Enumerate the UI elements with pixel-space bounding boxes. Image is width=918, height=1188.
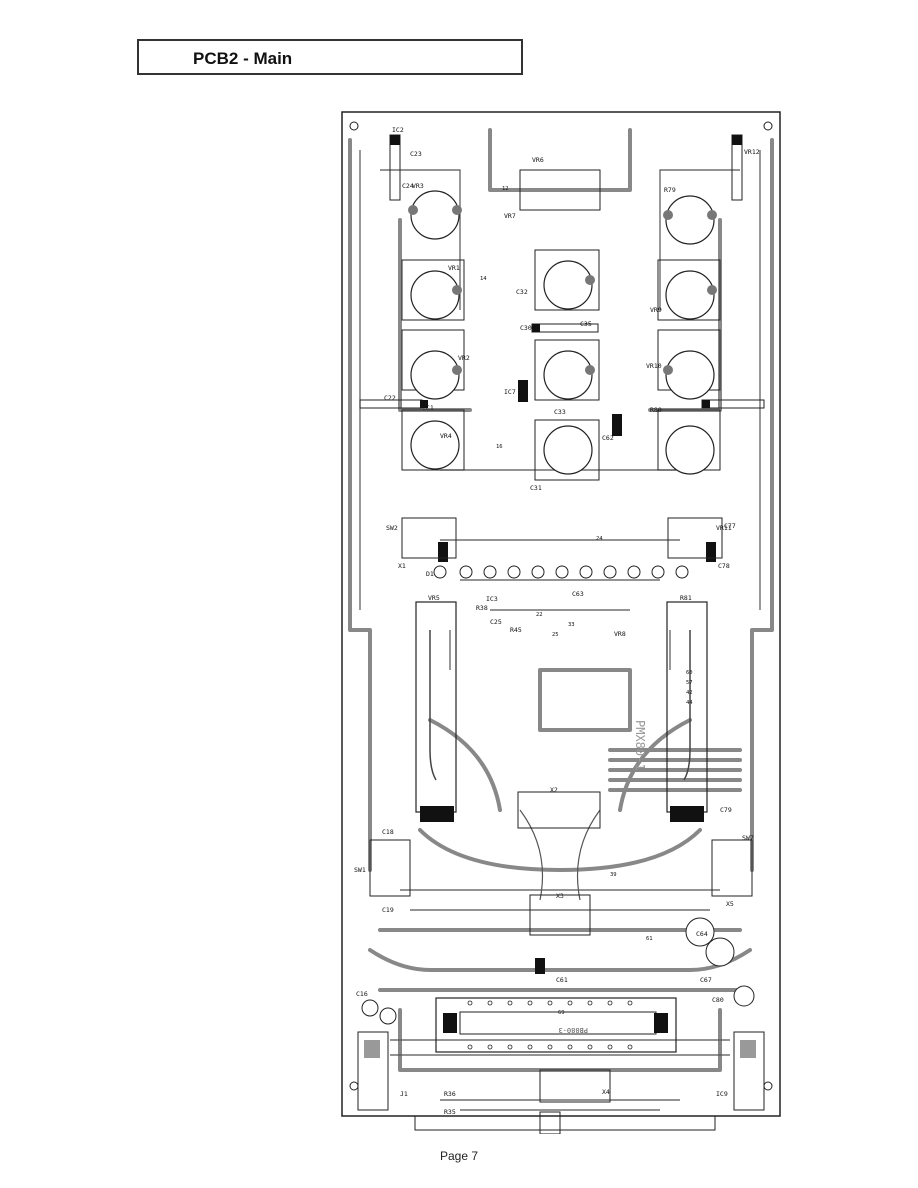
net-60: 57	[686, 680, 693, 686]
label-ic5: C31	[530, 484, 542, 492]
net-65: 60	[686, 670, 693, 676]
label-sw8: X5	[726, 900, 734, 908]
label-vr6: C35	[580, 320, 592, 328]
label-vr12: VR9	[650, 306, 662, 314]
title-box: PCB2 - Main	[137, 39, 523, 75]
net-26: 69	[558, 1010, 565, 1016]
net-66: 61	[646, 936, 653, 942]
pcb-layout-drawing: IC2 C23 C24 VR3 VR1 VR2 IC1 C22 VR4 SW2 …	[341, 111, 781, 1134]
label-c24: C24	[402, 182, 414, 190]
label-r36: R36	[444, 1090, 456, 1098]
label-ic6: C30	[520, 324, 532, 332]
label-vr4: VR4	[440, 432, 452, 440]
label-c16: C16	[356, 990, 368, 998]
label-sw2: SW2	[386, 524, 398, 532]
label-sw4: X2	[550, 786, 558, 794]
label-c83: C67	[700, 976, 712, 984]
label-sw3: VR7	[504, 212, 516, 220]
label-c64: C79	[720, 806, 732, 814]
label-d1: D1	[426, 570, 434, 578]
net-12: 12	[502, 186, 509, 192]
label-x2: IC7	[504, 388, 516, 396]
net-22: 22	[536, 612, 543, 618]
label-r45: R45	[510, 626, 522, 634]
label-ic10: C80	[712, 996, 724, 1004]
label-c18: C18	[382, 828, 394, 836]
label-j2: IC9	[716, 1090, 728, 1098]
label-ic4: VR6	[532, 156, 544, 164]
display-module-name: PB080-3	[558, 1026, 588, 1034]
page-title: PCB2 - Main	[193, 49, 293, 68]
label-vr2: VR2	[458, 354, 470, 362]
label-c25: C25	[490, 618, 502, 626]
net-16: 16	[496, 444, 503, 450]
label-c19: C19	[382, 906, 394, 914]
page-number: Page 7	[439, 1149, 479, 1163]
label-vr7: C33	[554, 408, 566, 416]
label-c76: VR11	[716, 524, 732, 532]
label-sw1: SW1	[354, 866, 366, 874]
net-25: 25	[552, 632, 559, 638]
net-33: 33	[568, 622, 575, 628]
label-c67: SW7	[742, 834, 754, 842]
label-sw7: C77	[724, 522, 736, 530]
label-c53: VR8	[614, 630, 626, 638]
label-c77: VR12	[744, 148, 760, 156]
label-vr5: VR5	[428, 594, 440, 602]
label-x5: C78	[718, 562, 730, 570]
label-ic1: IC1	[422, 404, 434, 412]
net-45: 42	[686, 690, 693, 696]
label-vr3: VR3	[412, 182, 424, 190]
label-ic3: IC3	[486, 595, 498, 603]
label-vr11: R81	[680, 594, 692, 602]
net-47: 44	[686, 700, 693, 706]
label-vr8: C32	[516, 288, 528, 296]
net-39: 39	[610, 872, 617, 878]
label-sw6: X4	[602, 1088, 610, 1096]
label-sw5: X3	[556, 892, 564, 900]
label-r38: R38	[476, 604, 488, 612]
label-c23: C23	[410, 150, 422, 158]
silk-board-name: PMX80-1	[633, 720, 647, 771]
label-r35: R35	[444, 1108, 456, 1116]
label-ic2: IC2	[392, 126, 404, 134]
label-c22: C22	[384, 394, 396, 402]
label-vr10: R80	[650, 406, 662, 414]
label-x4: C62	[602, 434, 614, 442]
label-j1: J1	[400, 1090, 408, 1098]
label-vr9: R79	[664, 186, 676, 194]
label-x1: X1	[398, 562, 406, 570]
label-x3: C61	[556, 976, 568, 984]
net-24: 24	[596, 536, 603, 542]
label-vr1: VR1	[448, 264, 460, 272]
net-14: 14	[480, 276, 487, 282]
label-c82: C64	[696, 930, 708, 938]
label-ic7: C63	[572, 590, 584, 598]
label-vr13: VR10	[646, 362, 662, 370]
